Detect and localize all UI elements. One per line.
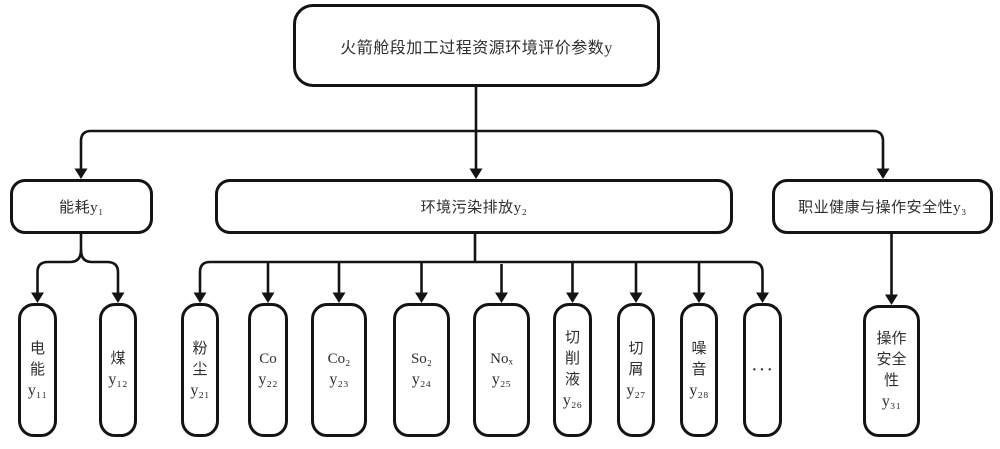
leaf-code: y₁₂	[108, 371, 128, 389]
arrowhead	[629, 292, 643, 303]
leaf-code: y₁₁	[27, 381, 48, 399]
arrowhead	[469, 168, 483, 179]
leaf-code: y₂₇	[626, 381, 646, 399]
leaf-so2: So₂ y₂₄	[393, 303, 450, 437]
arrowhead	[415, 292, 428, 303]
edge-root-to-health	[476, 129, 885, 170]
arrowhead	[495, 292, 508, 303]
leaf-operation-safety: 操作 安全 性 y₃₁	[863, 305, 920, 437]
leaf-coal: 煤 y₁₂	[99, 303, 137, 437]
leaf-ellipsis: ···	[743, 303, 782, 437]
leaf-co2: Co₂ y₂₃	[311, 303, 367, 437]
leaf-label: 操作 安全 性	[876, 331, 907, 390]
leaf-code: y₂₃	[329, 371, 349, 389]
leaf-code: y₂₄	[411, 371, 432, 389]
leaf-label: So₂	[410, 351, 433, 368]
leaf-label: Co₂	[327, 351, 351, 368]
arrowhead	[692, 292, 706, 303]
edge-root-to-energy	[79, 129, 476, 170]
arrowhead	[756, 292, 769, 303]
leaf-code: y₂₅	[491, 371, 512, 389]
ellipsis-label: ···	[751, 359, 774, 381]
leaf-noise: 噪 音 y₂₈	[680, 303, 718, 437]
leaf-label: 电 能	[29, 340, 45, 378]
leaf-label: 粉 尘	[192, 340, 208, 378]
arrowhead	[74, 168, 88, 179]
edge-energy-to-electric	[36, 249, 83, 294]
arrowhead	[885, 294, 898, 305]
leaf-label: 切 削 液	[564, 330, 580, 389]
arrowhead	[332, 292, 346, 303]
leaf-dust: 粉 尘 y₂₁	[181, 303, 219, 437]
node-pollution: 环境污染排放y₂	[215, 179, 733, 234]
arrowhead	[876, 168, 890, 179]
node-energy: 能耗y₁	[10, 179, 153, 234]
leaf-code: y₃₁	[881, 393, 902, 411]
edge-pollution-right-run	[475, 260, 764, 294]
leaf-code: y₂₁	[190, 381, 210, 399]
leaf-co: Co y₂₂	[248, 303, 288, 437]
leaf-label: Noₓ	[490, 351, 513, 368]
leaf-chips: 切 屑 y₂₇	[617, 303, 655, 437]
leaf-cutting-fluid: 切 削 液 y₂₆	[553, 303, 592, 437]
leaf-code: y₂₂	[258, 371, 278, 389]
leaf-code: y₂₈	[689, 381, 709, 399]
node-health: 职业健康与操作安全性y₃	[772, 179, 993, 234]
arrowheads	[31, 168, 898, 305]
edge-energy-to-coal	[79, 249, 120, 294]
arrowhead	[193, 292, 207, 303]
leaf-label: 切 屑	[628, 340, 644, 378]
arrowhead	[261, 292, 275, 303]
leaf-label: 噪 音	[691, 340, 707, 378]
leaf-label: 煤	[110, 351, 126, 368]
arrowhead	[31, 292, 44, 303]
edge-pollution-left-run	[198, 260, 475, 294]
arrowhead	[111, 292, 125, 303]
leaf-electric-energy: 电 能 y₁₁	[18, 303, 57, 437]
leaf-nox: Noₓ y₂₅	[473, 303, 530, 437]
leaf-code: y₂₆	[562, 392, 583, 410]
node-root: 火箭舱段加工过程资源环境评价参数y	[293, 4, 660, 87]
arrowhead	[566, 292, 579, 303]
leaf-label: Co	[259, 351, 277, 368]
